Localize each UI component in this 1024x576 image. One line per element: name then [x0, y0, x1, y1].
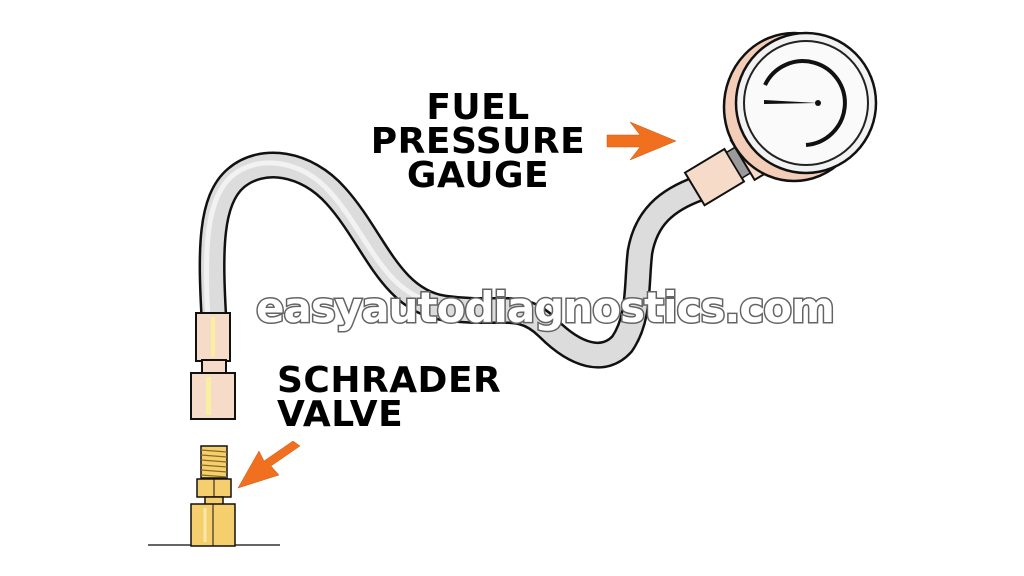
schrader-valve-icon: [190, 445, 236, 547]
fuel-pressure-gauge-label: FUEL PRESSURE GAUGE: [360, 87, 596, 196]
gauge-label-line-2: PRESSURE: [370, 121, 586, 162]
orange-arrow-icon: [606, 121, 677, 161]
watermark-text: easyautodiagnostics.com: [255, 282, 837, 334]
schrader-valve-label: SCHRADER VALVE: [277, 360, 502, 435]
orange-arrow-icon: [237, 440, 301, 489]
valve-label-line-1: SCHRADER: [277, 360, 502, 401]
hose-coupler-fitting: [190, 312, 236, 420]
pressure-gauge-icon: [722, 31, 878, 183]
fuel-hose-icon: [198, 151, 705, 369]
valve-label-line-2: VALVE: [277, 394, 404, 435]
gauge-label-line-3: GAUGE: [406, 155, 550, 196]
gauge-label-line-1: FUEL: [426, 87, 530, 128]
